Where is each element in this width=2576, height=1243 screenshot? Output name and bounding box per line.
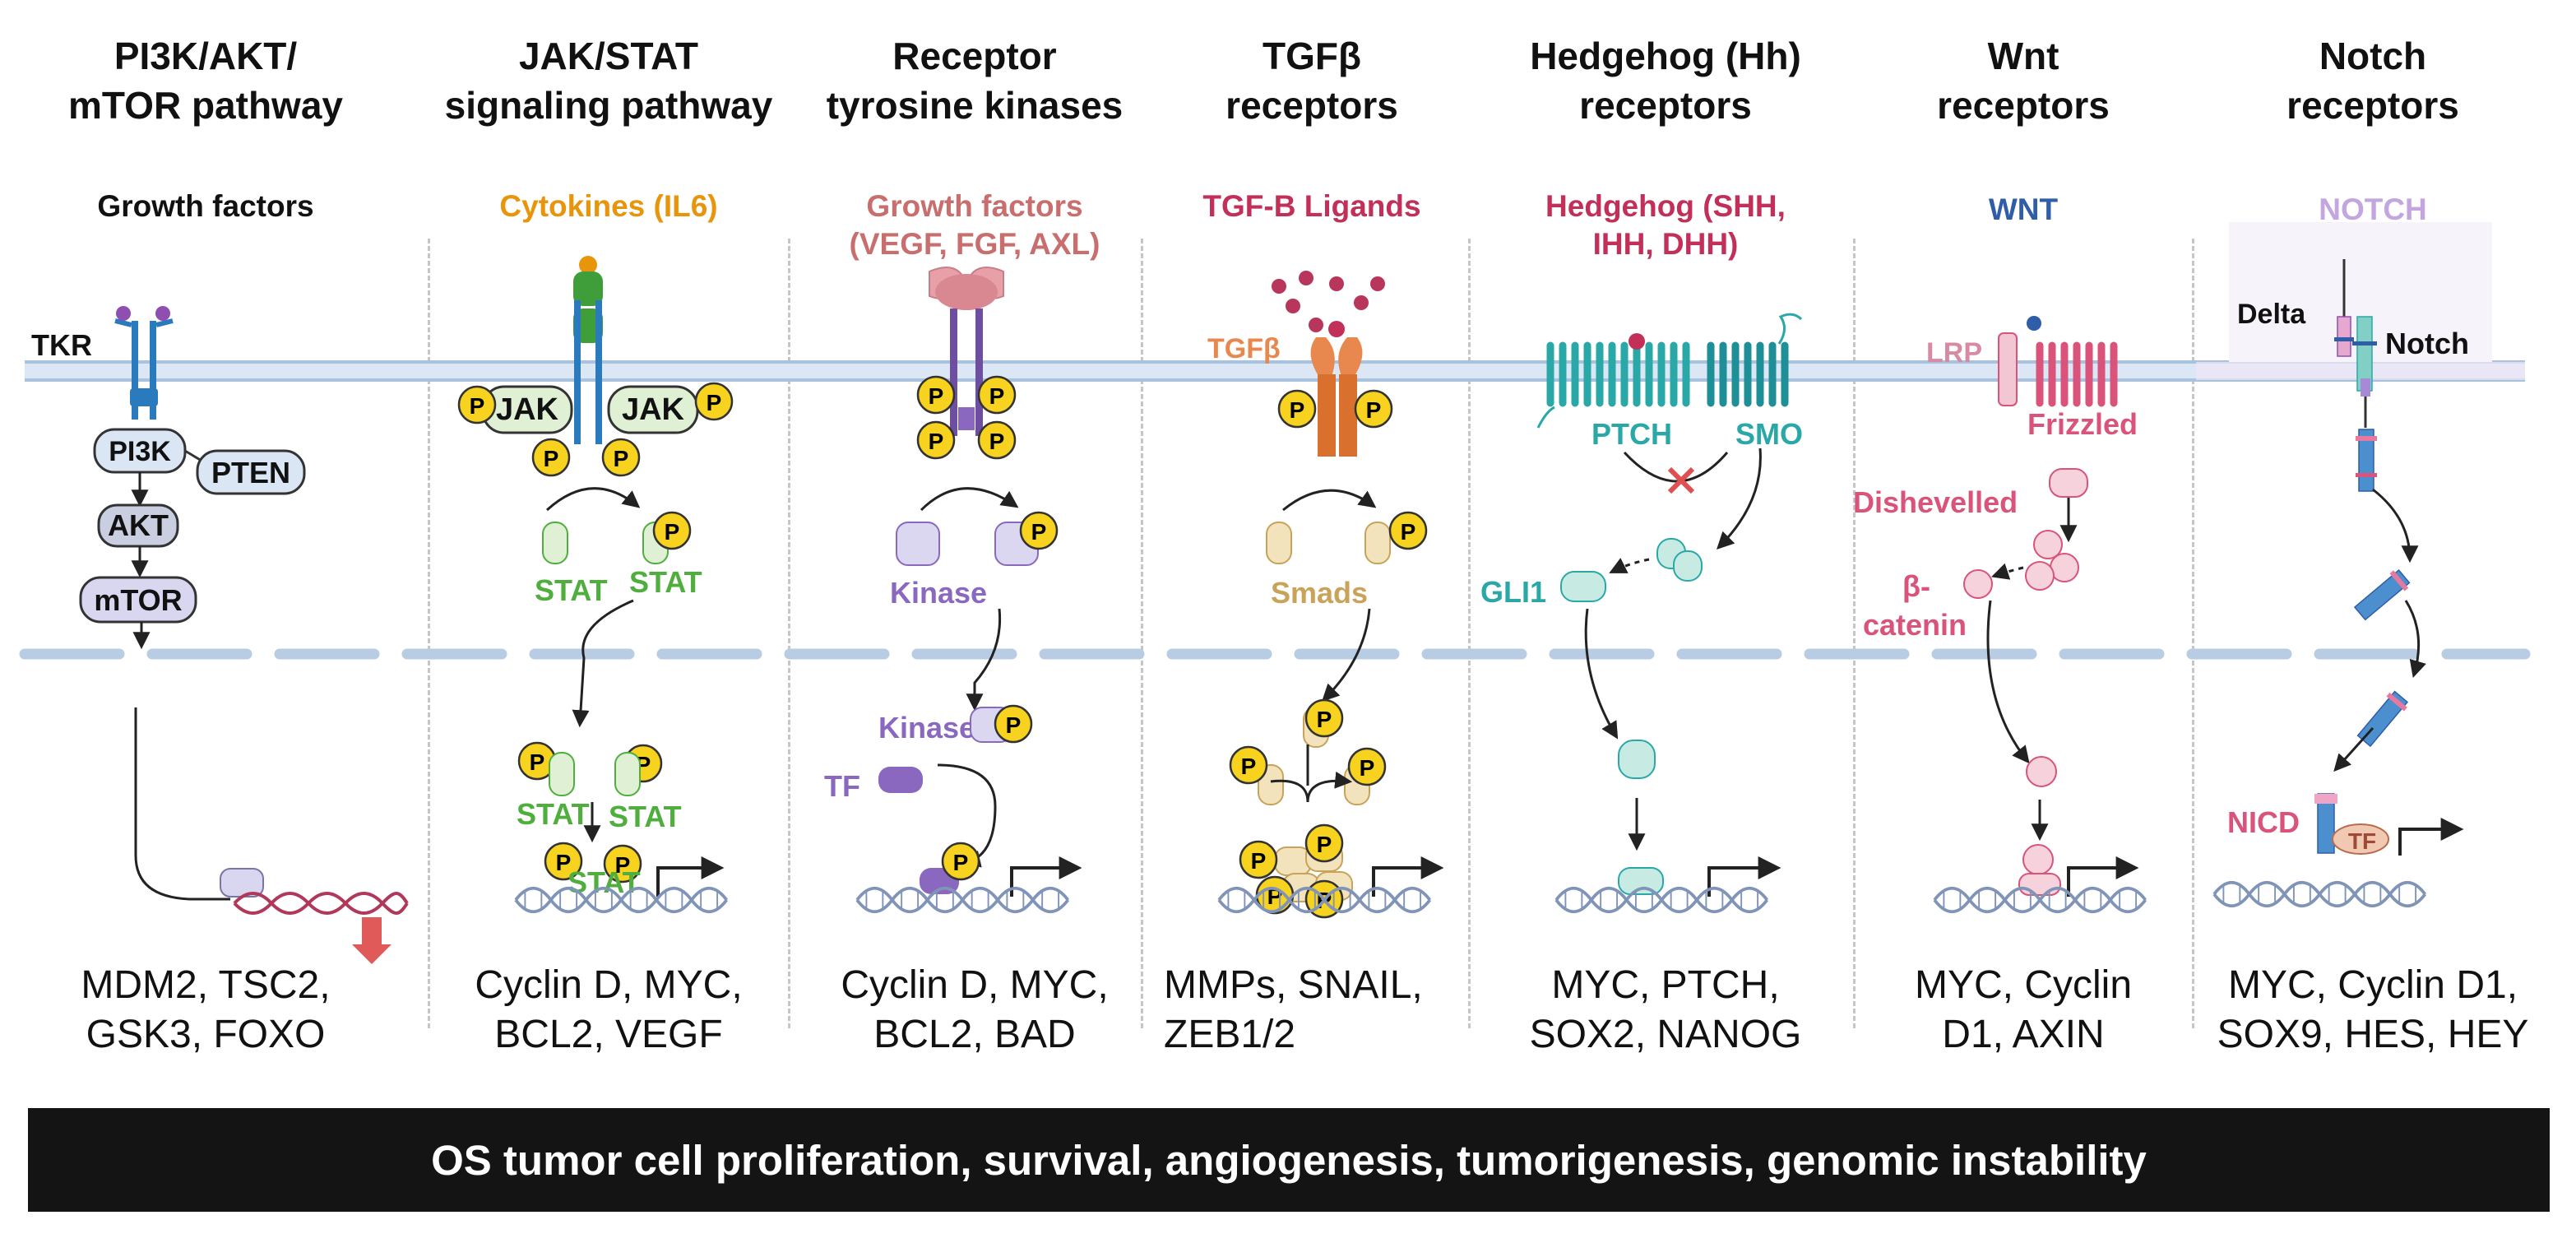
svg-text:P: P bbox=[665, 519, 680, 545]
frizzled-label: Frizzled bbox=[2027, 407, 2138, 441]
svg-text:P: P bbox=[989, 429, 1005, 454]
svg-text:P: P bbox=[1317, 832, 1332, 857]
column-divider bbox=[428, 239, 430, 1028]
notch-pathway-diagram: Delta Notch NICD TF bbox=[2196, 222, 2525, 908]
kinase-label: Kinase bbox=[890, 576, 987, 610]
mtor-label: mTOR bbox=[94, 583, 182, 617]
tgfb-pathway-diagram: TGFβ P P P Smads P P P P P P P bbox=[1207, 271, 1444, 919]
column-hedgehog: Hedgehog (Hh)receptors Hedgehog (SHH,IHH… bbox=[1476, 0, 1855, 1056]
column-divider bbox=[1853, 239, 1856, 1028]
jak-label: JAK bbox=[496, 392, 559, 427]
dishevelled-label: Dishevelled bbox=[1853, 485, 2018, 519]
ligand-title: TGF-B Ligands bbox=[1202, 189, 1421, 223]
svg-text:P: P bbox=[1006, 712, 1022, 738]
tgfb-label: TGFβ bbox=[1207, 333, 1281, 364]
svg-text:P: P bbox=[1317, 707, 1332, 732]
target-genes: MYC, Cyclin D1,SOX9, HES, HEY bbox=[2217, 963, 2529, 1056]
svg-text:P: P bbox=[1251, 848, 1267, 874]
ligand-title: Growth factors(VEGF, FGF, AXL) bbox=[849, 189, 1100, 261]
outcome-banner: OS tumor cell proliferation, survival, a… bbox=[28, 1108, 2550, 1212]
pathway-title: PI3K/AKT/mTOR pathway bbox=[68, 35, 343, 127]
svg-text:P: P bbox=[1031, 519, 1047, 545]
notch-label: Notch bbox=[2385, 327, 2469, 360]
column-pi3k: PI3K/AKT/mTOR pathway Growth factors MDM… bbox=[25, 0, 387, 1056]
phospho-group: P P P P bbox=[457, 382, 734, 477]
pi3k-pathway-diagram: TKR PI3K PTEN AKT mTOR bbox=[31, 306, 409, 964]
target-genes: MMPs, SNAIL,ZEB1/2 bbox=[1164, 963, 1423, 1056]
svg-text:P: P bbox=[929, 383, 944, 409]
svg-text:P: P bbox=[614, 446, 629, 471]
svg-text:P: P bbox=[530, 749, 545, 775]
lrp-label: LRP bbox=[1926, 337, 1982, 369]
wnt-pathway-diagram: LRP Frizzled Dishevelled β- catenin bbox=[1853, 316, 2147, 914]
catenin-label: catenin bbox=[1863, 608, 1967, 642]
hedgehog-pathway-diagram: PTCH SMO GLI1 bbox=[1480, 313, 1803, 914]
svg-text:P: P bbox=[1401, 519, 1416, 545]
delta-label: Delta bbox=[2237, 299, 2306, 330]
svg-text:P: P bbox=[470, 393, 485, 419]
kinase-label: Kinase bbox=[878, 711, 975, 744]
svg-text:P: P bbox=[1290, 397, 1305, 423]
svg-text:P: P bbox=[1366, 397, 1382, 423]
svg-text:P: P bbox=[544, 446, 559, 471]
svg-text:P: P bbox=[1241, 754, 1257, 779]
svg-text:P: P bbox=[707, 390, 722, 415]
jak-stat-pathway-diagram: JAK JAK P P P P P STAT STAT P P STAT STA… bbox=[457, 256, 734, 914]
stat-label: STAT bbox=[629, 565, 702, 599]
column-divider bbox=[1468, 239, 1471, 1028]
column-divider bbox=[788, 239, 790, 1028]
jak-label: JAK bbox=[622, 392, 685, 427]
svg-text:STAT: STAT bbox=[609, 800, 682, 833]
svg-text:P: P bbox=[556, 850, 572, 875]
svg-text:P: P bbox=[929, 429, 944, 454]
pi3k-label: PI3K bbox=[109, 436, 171, 467]
ligand-title: Growth factors bbox=[97, 189, 314, 223]
smo-label: SMO bbox=[1735, 417, 1803, 451]
pten-label: PTEN bbox=[211, 456, 290, 489]
svg-text:P: P bbox=[1360, 755, 1375, 781]
target-genes: MDM2, TSC2,GSK3, FOXO bbox=[81, 963, 331, 1056]
nicd-label: NICD bbox=[2227, 805, 2300, 839]
ligand-title: WNT bbox=[1988, 192, 2059, 226]
tkr-label: TKR bbox=[31, 328, 92, 362]
rtk-pathway-diagram: P P P P P Kinase Kinase P TF P bbox=[824, 267, 1082, 914]
ptch-label: PTCH bbox=[1591, 417, 1672, 451]
target-genes: MYC, PTCH,SOX2, NANOG bbox=[1529, 963, 1802, 1056]
svg-text:P: P bbox=[953, 850, 969, 875]
gli1-label: GLI1 bbox=[1480, 575, 1546, 609]
beta-label: β- bbox=[1902, 569, 1930, 603]
smads-label: Smads bbox=[1271, 576, 1368, 610]
target-genes: Cyclin D, MYC,BCL2, BAD bbox=[841, 963, 1109, 1056]
svg-text:STAT: STAT bbox=[568, 865, 641, 899]
tf-label: TF bbox=[824, 769, 860, 803]
ligand-title: NOTCH bbox=[2319, 192, 2427, 226]
cell-membrane bbox=[25, 360, 2525, 382]
svg-text:P: P bbox=[989, 383, 1005, 409]
tf-label: TF bbox=[2348, 828, 2376, 854]
pathway-title: Hedgehog (Hh)receptors bbox=[1530, 35, 1801, 127]
ligand-title: Cytokines (IL6) bbox=[499, 189, 718, 223]
stat-label: STAT bbox=[535, 573, 608, 607]
svg-text:P: P bbox=[615, 852, 631, 878]
ligand-title: Hedgehog (SHH,IHH, DHH) bbox=[1545, 189, 1786, 261]
column-divider bbox=[1141, 239, 1143, 1028]
svg-text:STAT: STAT bbox=[517, 797, 590, 831]
pathway-diagram: TKR PI3K PTEN AKT mTOR JAK bbox=[19, 222, 2531, 964]
column-divider bbox=[2192, 239, 2194, 1028]
target-genes: Cyclin D, MYC,BCL2, VEGF bbox=[475, 963, 743, 1056]
akt-label: AKT bbox=[108, 508, 169, 542]
